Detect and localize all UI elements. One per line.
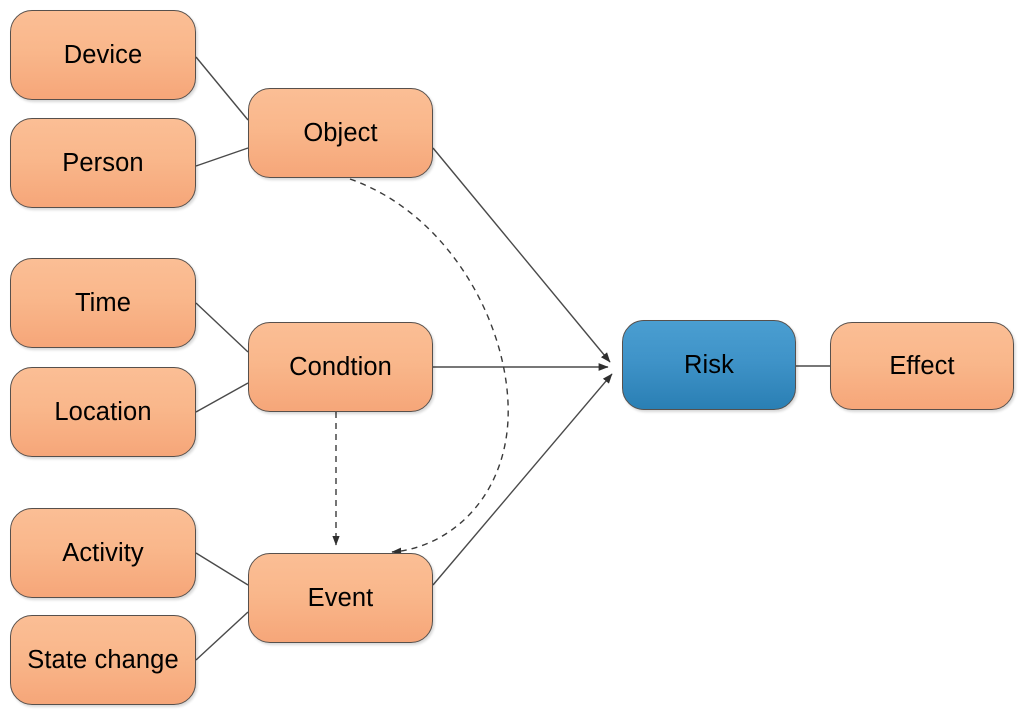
node-activity[interactable]: Activity <box>10 508 196 598</box>
node-condtion-label: Condtion <box>289 352 392 381</box>
node-location[interactable]: Location <box>10 367 196 457</box>
edge-activity-event <box>195 552 249 586</box>
edge-person-object <box>195 147 249 167</box>
node-risk[interactable]: Risk <box>622 320 796 410</box>
edge-device-object <box>195 56 249 121</box>
node-person-label: Person <box>62 148 144 177</box>
edge-statechange-event <box>195 611 249 661</box>
node-object-label: Object <box>303 118 378 147</box>
node-risk-label: Risk <box>684 350 734 379</box>
node-state-change[interactable]: State change <box>10 615 196 705</box>
edge-object-risk <box>432 147 611 363</box>
edge-event-risk <box>432 373 613 586</box>
node-event[interactable]: Event <box>248 553 433 643</box>
node-location-label: Location <box>54 397 152 426</box>
node-event-label: Event <box>307 583 374 612</box>
edge-time-condtion <box>195 302 249 353</box>
node-effect-label: Effect <box>889 351 955 380</box>
node-effect[interactable]: Effect <box>830 322 1014 410</box>
node-condtion[interactable]: Condtion <box>248 322 433 412</box>
node-person[interactable]: Person <box>10 118 196 208</box>
edge-location-condtion <box>195 382 249 413</box>
node-object[interactable]: Object <box>248 88 433 178</box>
node-device[interactable]: Device <box>10 10 196 100</box>
node-activity-label: Activity <box>62 538 144 567</box>
node-time[interactable]: Time <box>10 258 196 348</box>
node-device-label: Device <box>63 40 143 69</box>
node-time-label: Time <box>74 288 132 317</box>
node-state-change-label: State change <box>27 645 179 674</box>
